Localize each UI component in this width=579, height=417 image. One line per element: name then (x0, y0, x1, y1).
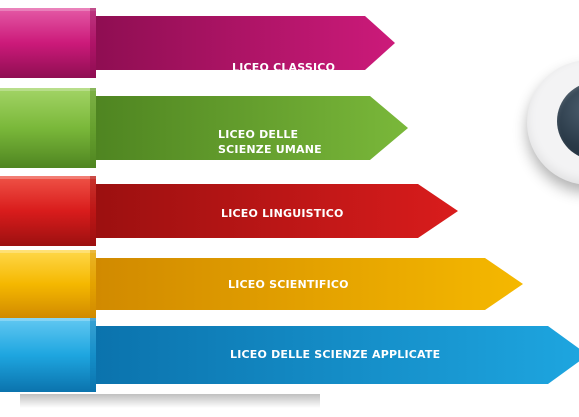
banner-arrow (96, 16, 395, 70)
banner-highlight (0, 250, 96, 253)
banner-highlight (0, 88, 96, 91)
banner-label-liceo-scienze-applicate: LICEO DELLE SCIENZE APPLICATE (230, 347, 440, 362)
banner-edge (90, 88, 96, 168)
banner-block (0, 250, 96, 318)
banner-label-line: LICEO LINGUISTICO (221, 207, 344, 220)
banner-block (0, 8, 96, 78)
banner-label-line: LICEO DELLE (218, 128, 299, 141)
banner-block (0, 176, 96, 246)
banner-label-line: LICEO DELLE SCIENZE APPLICATE (230, 348, 441, 361)
banner-arrow (96, 184, 458, 238)
banner-edge (90, 8, 96, 78)
banner-label-line: LICEO SCIENTIFICO (228, 278, 349, 291)
banner-block (0, 318, 96, 392)
banner-edge (90, 176, 96, 246)
banner-highlight (0, 176, 96, 179)
banner-arrow (96, 96, 408, 160)
banner-block (0, 88, 96, 168)
banner-arrow (96, 258, 523, 310)
banner-edge (90, 250, 96, 318)
banner-label-line: LICEO CLASSICO (232, 61, 336, 74)
circle-badge-icon: L (557, 82, 579, 160)
banner-highlight (0, 8, 96, 11)
banner-label-liceo-classico: LICEO CLASSICO (232, 60, 335, 75)
banner-edge (90, 318, 96, 392)
banner-shadow (20, 394, 320, 408)
banner-arrow (96, 326, 579, 384)
banner-label-liceo-linguistico: LICEO LINGUISTICO (221, 206, 344, 221)
banner-label-line: SCIENZE UMANE (218, 143, 322, 156)
banner-label-liceo-scientifico: LICEO SCIENTIFICO (228, 277, 349, 292)
banner-label-liceo-scienze-umane: LICEO DELLE SCIENZE UMANE (218, 127, 322, 157)
banner-highlight (0, 318, 96, 321)
